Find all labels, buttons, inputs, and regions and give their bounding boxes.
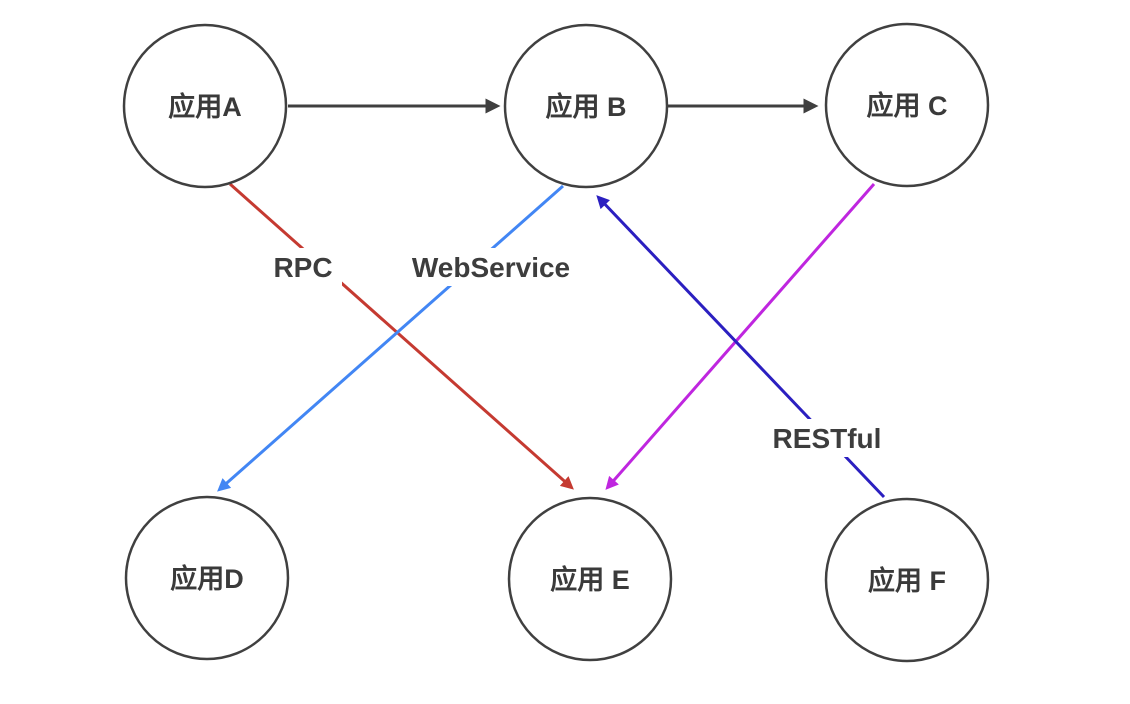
node-app-b: 应用 B — [503, 23, 669, 189]
webservice-label-background — [398, 248, 584, 286]
node-app-d: 应用D — [124, 495, 290, 661]
node-label-app-b: 应用 B — [546, 91, 627, 122]
node-circle-app-e — [507, 496, 673, 662]
node-app-a: 应用A — [122, 23, 288, 189]
node-app-e: 应用 E — [507, 496, 673, 662]
node-circle-app-f — [824, 497, 990, 663]
node-circle-app-a — [122, 23, 288, 189]
node-label-app-c: 应用 C — [867, 90, 948, 121]
node-label-app-a: 应用A — [168, 91, 242, 122]
node-circle-app-b — [503, 23, 669, 189]
node-label-app-e: 应用 E — [550, 564, 630, 595]
edge-c-to-e-arrow — [605, 183, 876, 490]
edge-label-webservice: WebService — [412, 252, 570, 283]
edge-label-restful: RESTful — [773, 423, 882, 454]
rpc-label-background — [266, 248, 342, 286]
node-app-c: 应用 C — [824, 22, 990, 188]
node-circle-app-c — [824, 22, 990, 188]
edge-b-to-d-webservice-arrow — [217, 184, 564, 492]
edge-label-rpc: RPC — [273, 252, 332, 283]
edge-a-to-e-rpc-arrow — [229, 182, 574, 490]
node-label-app-d: 应用D — [170, 563, 244, 594]
node-app-f: 应用 F — [824, 497, 990, 663]
restful-label-background — [764, 419, 890, 457]
node-label-app-f: 应用 F — [868, 565, 946, 596]
node-circle-app-d — [124, 495, 290, 661]
